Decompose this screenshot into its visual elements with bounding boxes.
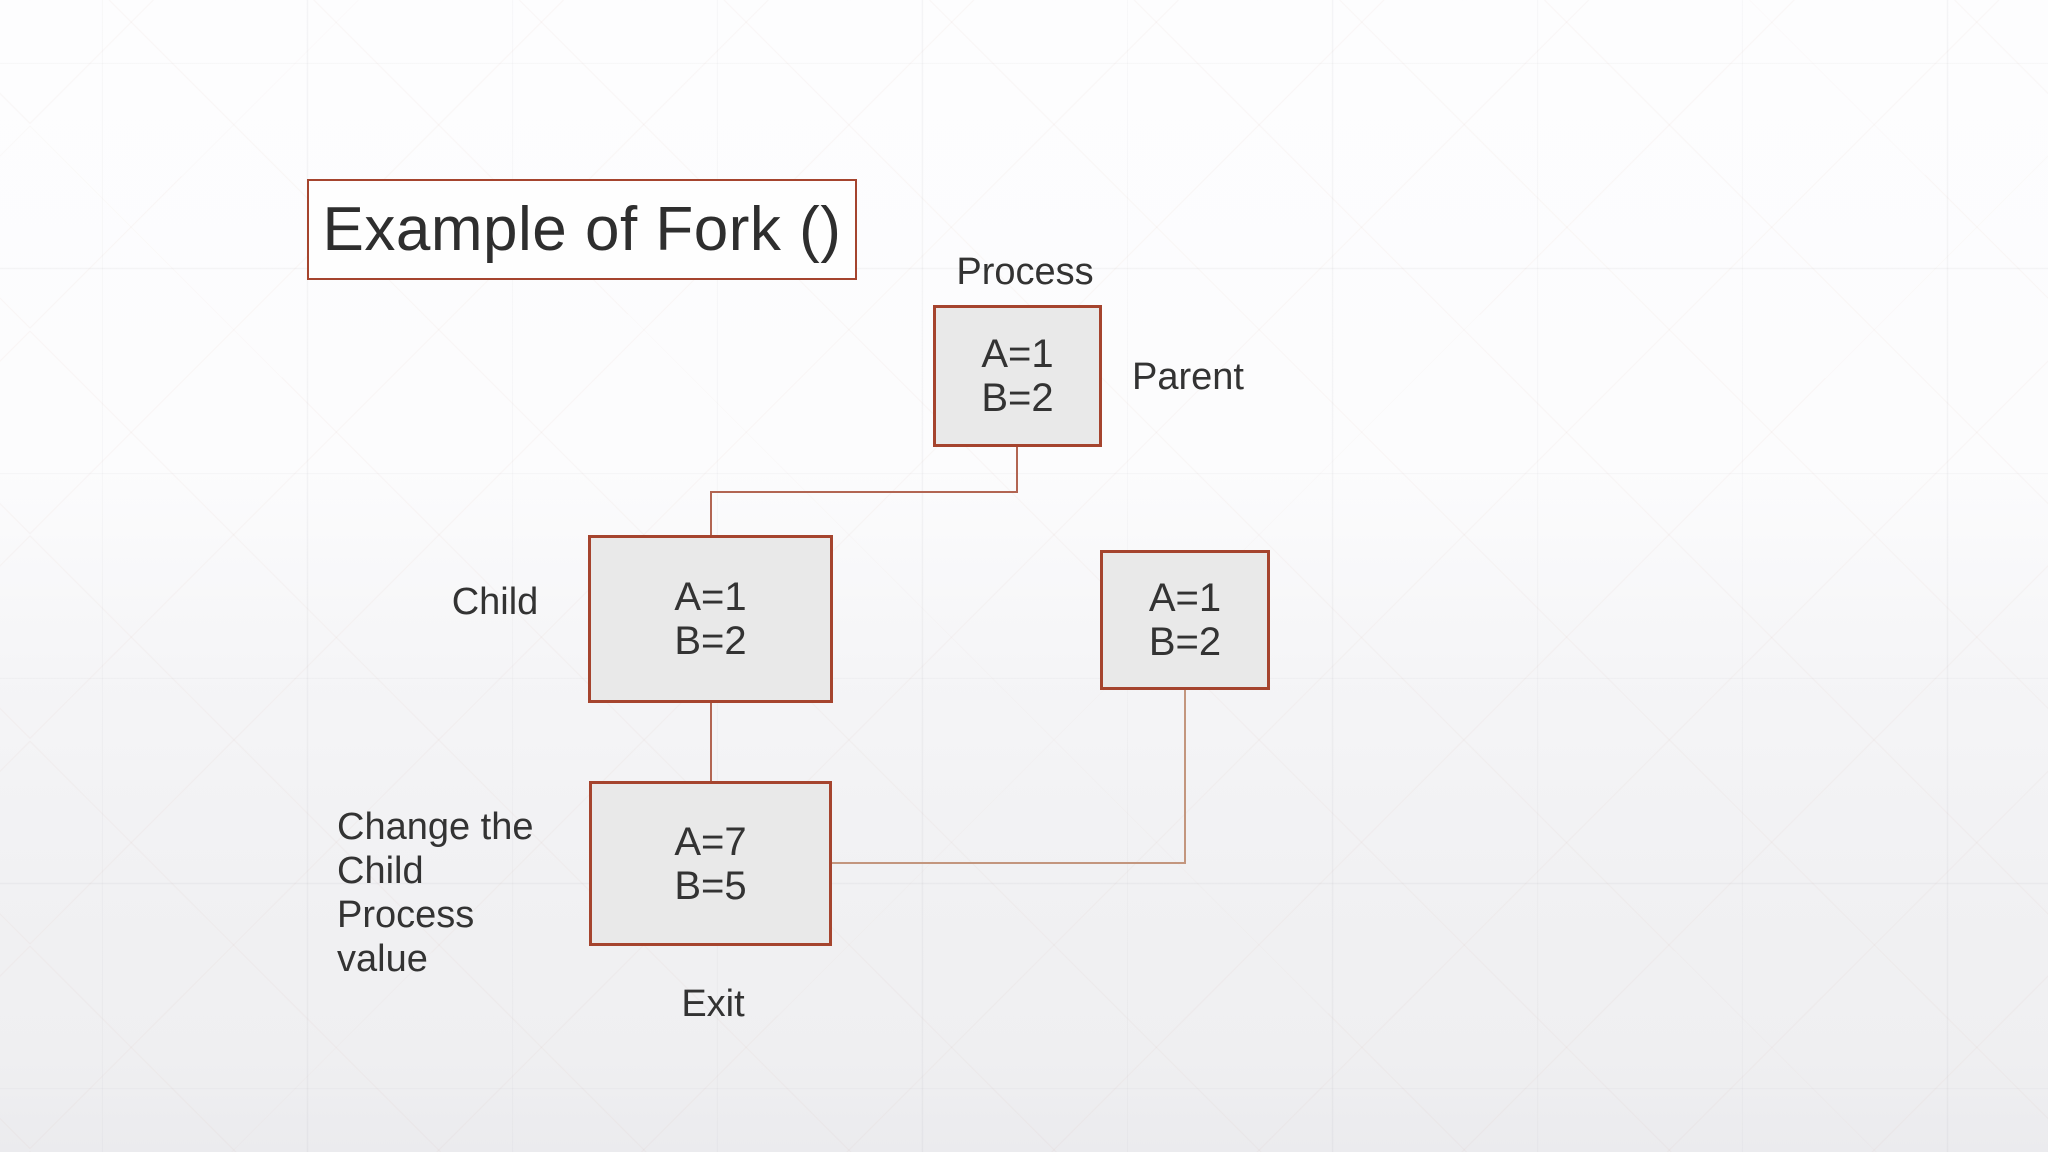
parent-continues-box: A=1 B=2 <box>1100 550 1270 690</box>
parent-continues-values: A=1 B=2 <box>1148 576 1222 664</box>
connector-parent-horizontal <box>710 491 1018 493</box>
child-process-box: A=1 B=2 <box>588 535 833 703</box>
connector-to-child-box <box>710 491 712 537</box>
child-changed-values: A=7 B=5 <box>674 819 747 908</box>
child-changed-box: A=7 B=5 <box>589 781 832 946</box>
slide-title: Example of Fork () <box>322 195 842 264</box>
parent-process-values: A=1 B=2 <box>981 332 1054 420</box>
connector-child-to-changed <box>710 703 712 783</box>
change-child-note: Change the Child Process value <box>337 806 534 980</box>
process-label: Process <box>956 251 1094 293</box>
parent-process-box: A=1 B=2 <box>933 305 1102 447</box>
connector-right-horizontal <box>832 862 1186 864</box>
title-box: Example of Fork () <box>307 179 857 280</box>
child-process-values: A=1 B=2 <box>674 575 747 663</box>
child-label: Child <box>451 581 539 623</box>
connector-right-drop <box>1184 690 1186 864</box>
exit-label: Exit <box>681 983 745 1025</box>
parent-label: Parent <box>1132 356 1244 398</box>
connector-parent-drop <box>1016 447 1018 493</box>
